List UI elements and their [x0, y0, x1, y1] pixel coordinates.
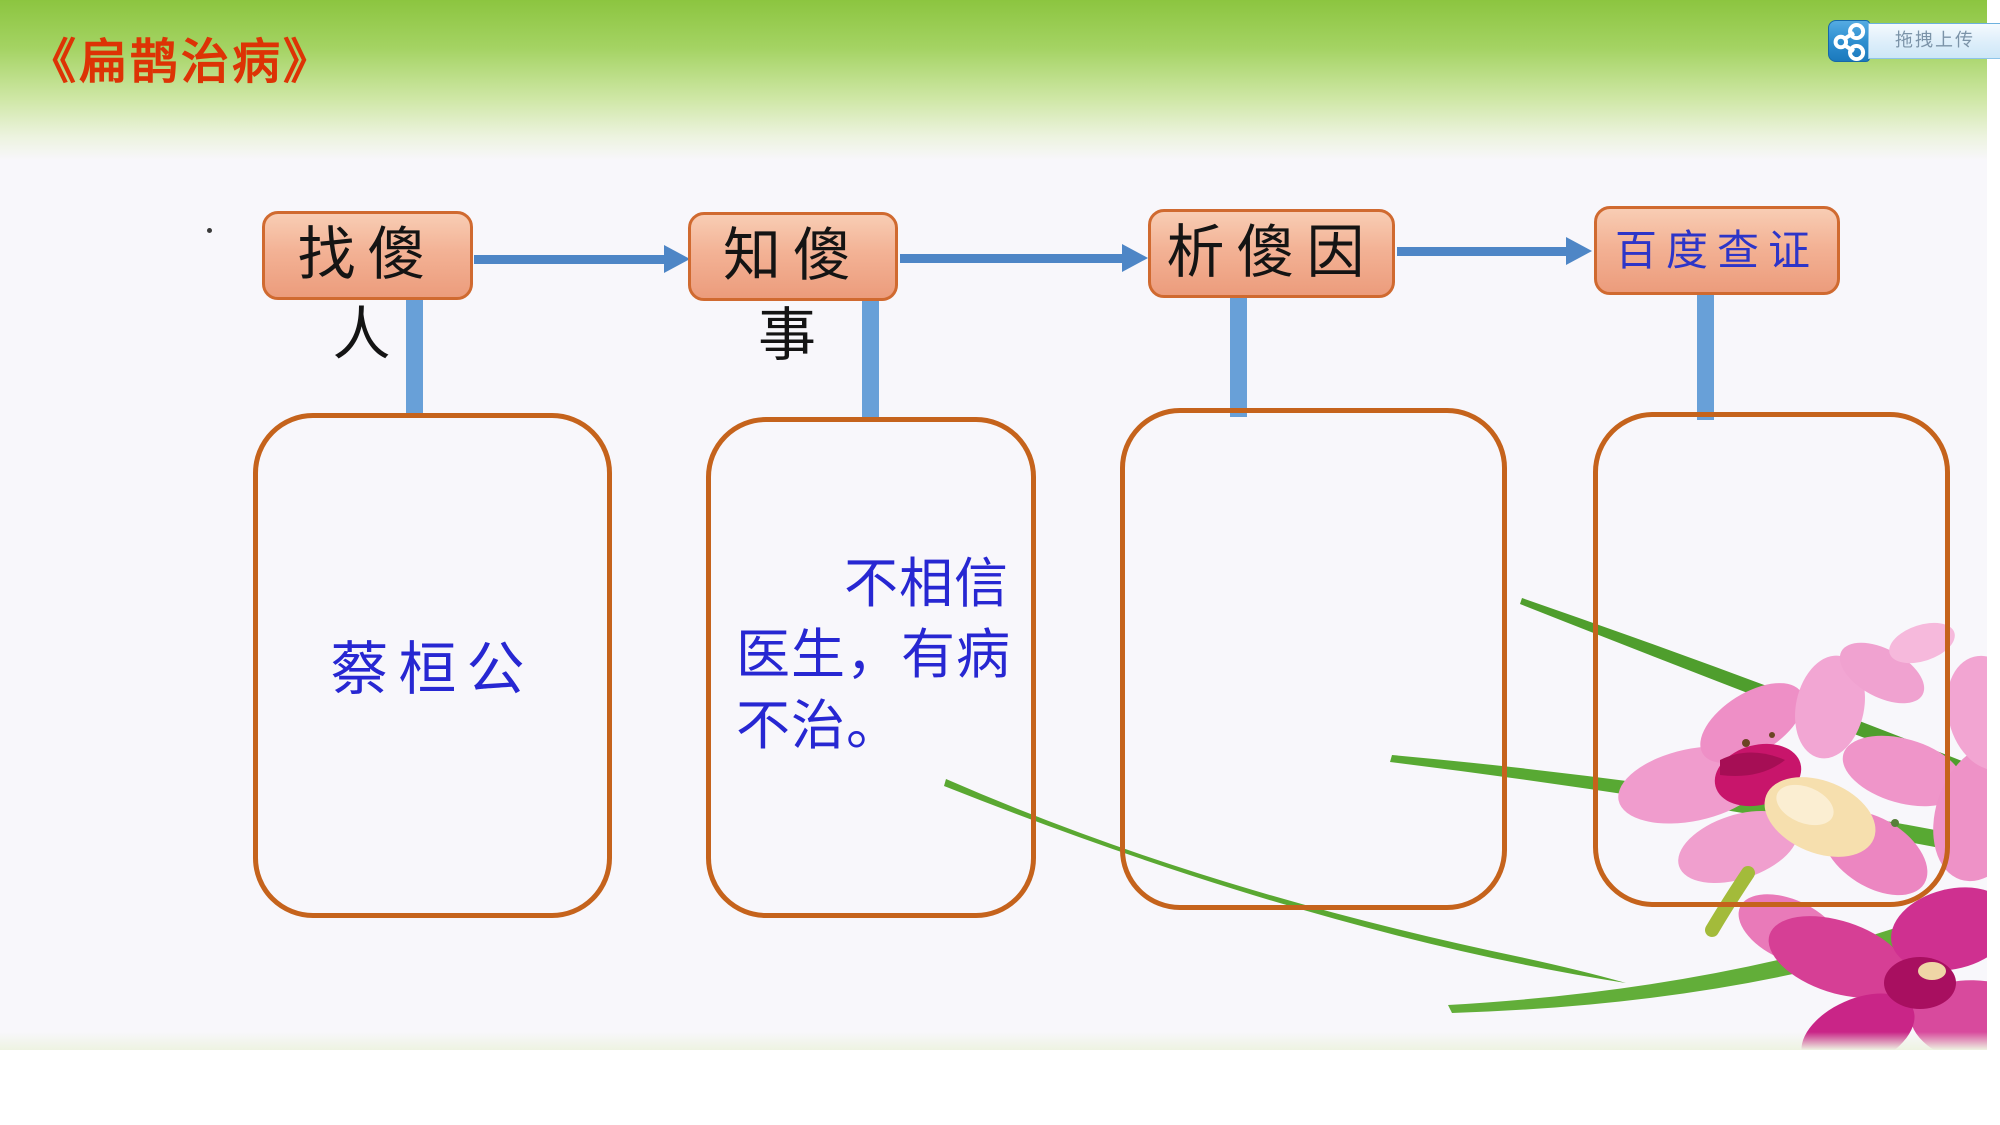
step-box-baidu-verify: 百度查证 [1594, 206, 1840, 295]
card-text-not-believe-doctor: 不相信医生，有病不治。 [736, 552, 1011, 757]
flow-arrow-head [664, 245, 690, 273]
flow-arrow-shaft [900, 254, 1124, 263]
flow-arrow-head [1566, 237, 1592, 265]
card-text-cai-huan-gong: 蔡桓公 [330, 635, 535, 703]
step-label: 百度查证 [1614, 226, 1819, 275]
slide-title: 《扁鹊治病》 [28, 34, 335, 90]
slide-canvas: 《扁鹊治病》 [0, 0, 1987, 1050]
leaf-blade [1520, 598, 1978, 781]
stray-dot [207, 228, 212, 233]
card-box-3-empty [1120, 408, 1507, 910]
vertical-connector [406, 296, 423, 418]
vertical-connector [1697, 294, 1714, 420]
drag-upload-label: 拖拽上传 [1868, 23, 2000, 59]
step-label: 找傻人 [297, 220, 438, 368]
card-box-2 [706, 417, 1036, 918]
card-box-4-empty [1593, 412, 1950, 907]
step-box-analyze-cause: 析傻因 [1148, 209, 1395, 298]
step-label: 知傻事 [722, 221, 863, 369]
leaf-blade [1390, 755, 1987, 857]
step-box-know-deed: 知傻事 [688, 212, 898, 369]
flow-arrow-head [1122, 244, 1148, 272]
flow-arrow-shaft [1397, 247, 1568, 256]
baidu-cloud-share-icon [1828, 20, 1870, 62]
slide-header-gradient [0, 0, 1987, 160]
step-label: 析傻因 [1166, 218, 1377, 286]
card-box-1 [253, 413, 612, 918]
vertical-connector [862, 298, 879, 422]
pink-petals-right-edge [1839, 622, 1987, 882]
flow-arrow-shaft [474, 255, 666, 264]
step-box-find-fool: 找傻人 [262, 211, 473, 368]
orchid-decoration [944, 598, 1987, 1050]
vertical-connector [1230, 296, 1247, 417]
